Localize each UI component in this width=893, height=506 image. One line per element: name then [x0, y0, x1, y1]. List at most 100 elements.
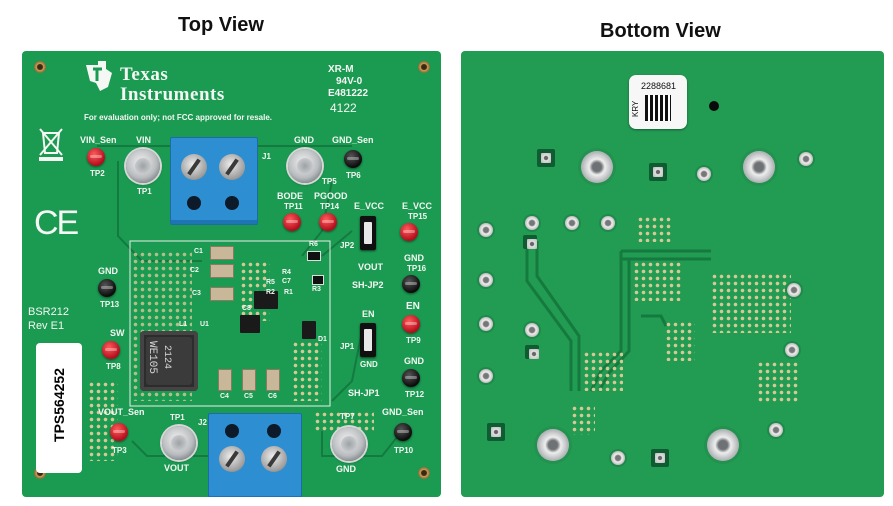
c3-capacitor: [210, 287, 234, 301]
tp14-red-testpoint[interactable]: [319, 213, 337, 231]
label-vout-sen: VOUT_Sen: [98, 407, 145, 417]
bottom-post-via-4: [707, 429, 739, 461]
label-jp2: JP2: [340, 241, 355, 250]
label-c1: C1: [194, 248, 203, 255]
label-tp3: TP3: [112, 446, 127, 455]
label-vout-jp2: VOUT: [358, 262, 384, 272]
d1-diode: [302, 321, 316, 339]
vin-post-terminal[interactable]: [126, 149, 160, 183]
c4-capacitor: [218, 369, 232, 391]
j2-wire-hole-2: [267, 424, 281, 438]
bottom-via-12: [479, 369, 493, 383]
label-j2: J2: [198, 418, 207, 427]
label-gnd-sen-bottom: GND_Sen: [382, 407, 424, 417]
bottom-via-10: [525, 323, 539, 337]
u1-controller-ic: [240, 315, 260, 333]
label-tp6: TP6: [346, 171, 361, 180]
label-c7: C7: [282, 278, 291, 285]
label-tp11: TP11: [284, 202, 303, 211]
label-gnd-jp1: GND: [360, 360, 378, 369]
label-tp10: TP10: [394, 446, 414, 455]
c2-capacitor: [210, 264, 234, 278]
j1-wire-hole-1: [187, 196, 201, 210]
label-tp8: TP8: [106, 362, 121, 371]
board-revision: Rev E1: [28, 320, 65, 332]
label-e-vcc-left: E_VCC: [354, 201, 385, 211]
label-tp1-bottom: TP1: [170, 413, 185, 422]
r3-resistor: [312, 275, 324, 285]
label-pgood: PGOOD: [314, 191, 348, 201]
ti-logo-icon: [86, 61, 112, 91]
bottom-via-field-7: [571, 405, 595, 435]
label-tp1-top: TP1: [137, 187, 152, 196]
cert-line4: 4122: [330, 101, 357, 115]
bottom-via-3: [479, 223, 493, 237]
tp11-red-testpoint[interactable]: [283, 213, 301, 231]
label-c6: C6: [268, 393, 277, 400]
bottom-via-9: [479, 317, 493, 331]
bottom-via-field-6: [757, 361, 799, 403]
disclaimer-text: For evaluation only; not FCC approved fo…: [84, 113, 273, 122]
bottom-via-1: [697, 167, 711, 181]
label-sh-jp1: SH-JP1: [348, 388, 380, 398]
bottom-via-5: [565, 216, 579, 230]
via-field-bottom-right: [314, 411, 374, 433]
tp15-red-testpoint[interactable]: [400, 223, 418, 241]
serial-sticker: 2288681 KRY: [629, 75, 687, 129]
tp8-red-testpoint[interactable]: [102, 341, 120, 359]
label-r6: R6: [309, 241, 318, 248]
bottom-via-7: [479, 273, 493, 287]
label-c2: C2: [190, 267, 199, 274]
jp2-jumper[interactable]: [360, 216, 376, 250]
label-j1: J1: [262, 152, 271, 161]
label-tp5: TP5: [322, 177, 337, 186]
label-en-left: EN: [362, 309, 375, 319]
tp16-black-testpoint[interactable]: [402, 275, 420, 293]
bottom-pad-square-4: [525, 345, 539, 359]
tp10-black-testpoint[interactable]: [394, 423, 412, 441]
label-r1: R1: [284, 289, 293, 296]
label-gnd-bottom: GND: [336, 464, 356, 474]
label-r5: R5: [266, 279, 275, 286]
label-vout-bottom: VOUT: [164, 463, 190, 473]
vout-post-terminal[interactable]: [162, 426, 196, 460]
label-jp1: JP1: [340, 342, 355, 351]
bottom-via-field-5: [583, 351, 623, 391]
label-r2: R2: [266, 289, 275, 296]
label-tp14: TP14: [320, 202, 340, 211]
j2-screw-2-icon: [261, 446, 287, 472]
tp13-black-testpoint[interactable]: [98, 279, 116, 297]
tp9-red-testpoint[interactable]: [402, 315, 420, 333]
label-bode: BODE: [277, 191, 304, 201]
gnd-post-terminal[interactable]: [288, 149, 322, 183]
bottom-via-field-1: [637, 216, 673, 242]
tp2-red-testpoint[interactable]: [87, 148, 105, 166]
bottom-via-2: [799, 152, 813, 166]
label-tp12: TP12: [405, 390, 425, 399]
dark-dot-mark: [709, 101, 719, 111]
bottom-via-14: [769, 423, 783, 437]
label-c4: C4: [220, 393, 229, 400]
tp12-black-testpoint[interactable]: [402, 369, 420, 387]
j1-terminal-block[interactable]: [170, 137, 258, 225]
cert-line1: XR-M: [328, 64, 354, 75]
label-r4: R4: [282, 269, 291, 276]
c5-capacitor: [242, 369, 256, 391]
tp3-red-testpoint[interactable]: [110, 423, 128, 441]
part-number-text: TPS564252: [51, 368, 67, 442]
bottom-post-via-2: [743, 151, 775, 183]
gnd-post-terminal-bottom[interactable]: [332, 427, 366, 461]
j1-wire-hole-2: [225, 196, 239, 210]
bottom-pad-square-1: [537, 149, 555, 167]
j2-terminal-block[interactable]: [208, 413, 302, 497]
via-field-right: [292, 341, 322, 401]
mount-hole-tl: [34, 61, 46, 73]
bottom-view-title: Bottom View: [600, 20, 721, 42]
j1-screw-2-icon: [219, 154, 245, 180]
label-gnd-left: GND: [98, 266, 118, 276]
label-gnd-tp12: GND: [404, 356, 424, 366]
bottom-pad-square-3: [523, 235, 537, 249]
jp1-jumper[interactable]: [360, 323, 376, 357]
label-vin: VIN: [136, 135, 152, 145]
tp6-black-testpoint[interactable]: [344, 150, 362, 168]
